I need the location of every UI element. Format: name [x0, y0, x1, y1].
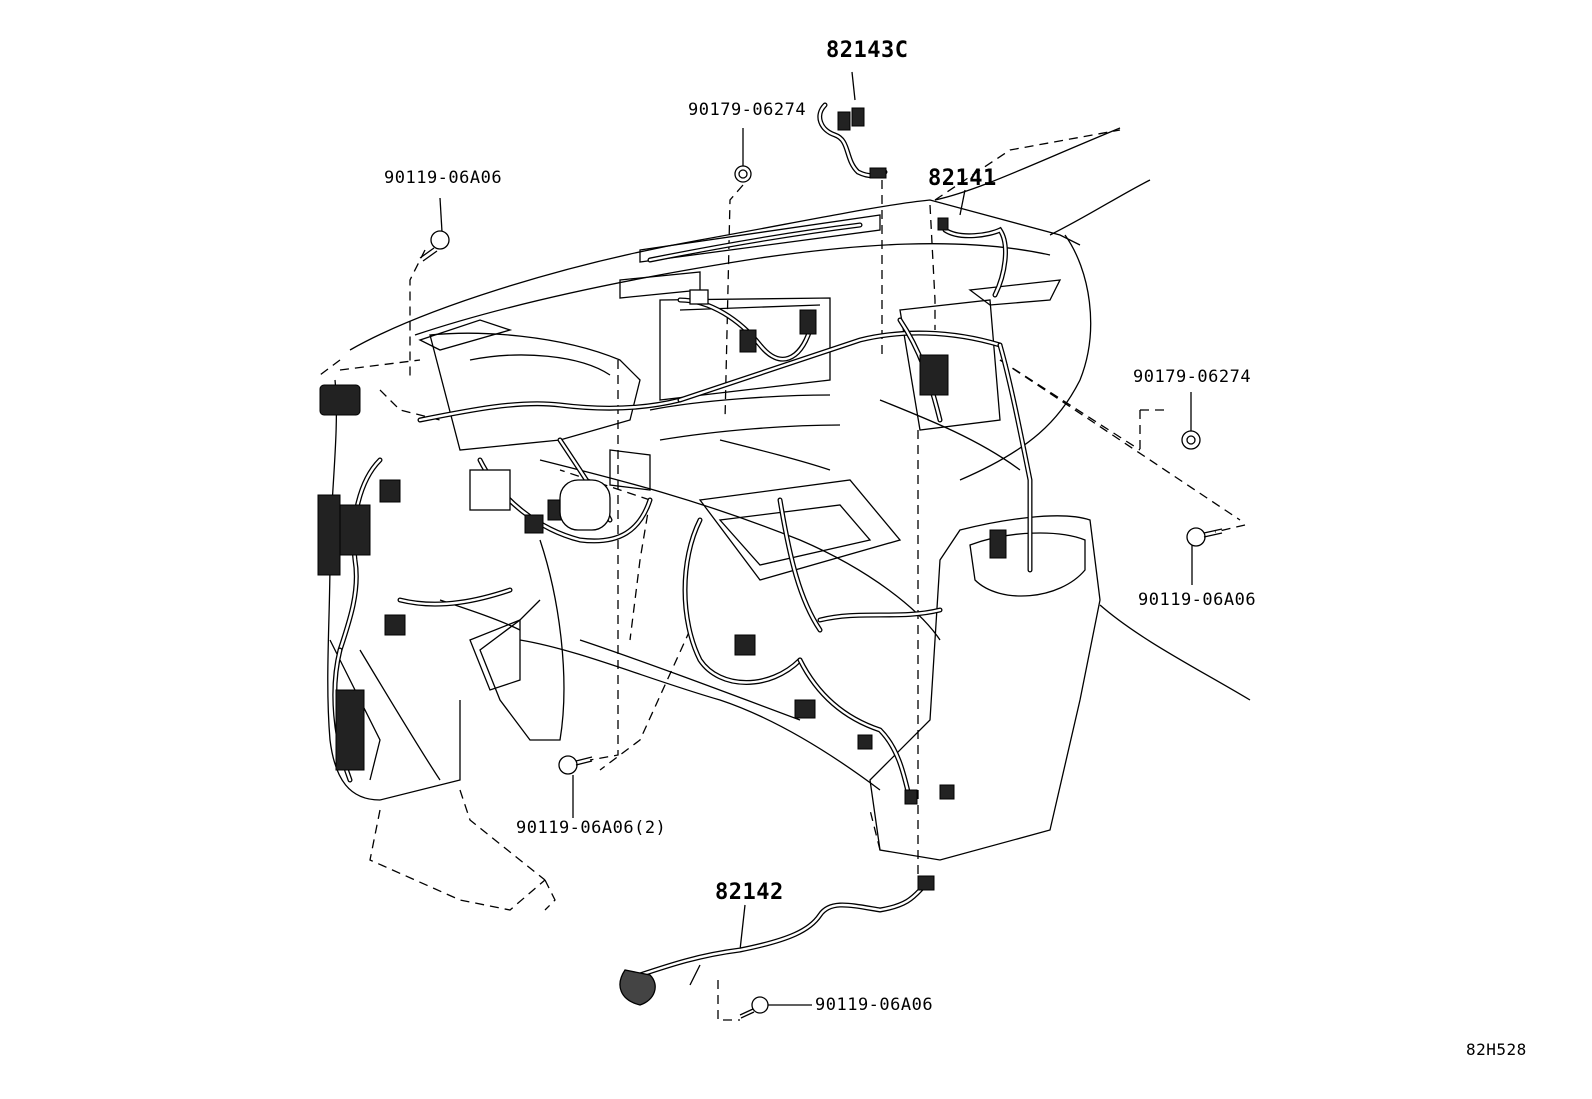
connectors — [317, 289, 1007, 805]
part-label-82141: 82141 — [928, 166, 997, 191]
part-label-90119-06a06-topleft: 90119-06A06 — [384, 168, 503, 188]
dashboard-outline — [327, 127, 1251, 861]
harness-82143c — [817, 102, 888, 179]
bolt-topleft-icon — [419, 230, 450, 262]
part-label-90119-06a06-2: 90119-06A06(2) — [516, 818, 667, 838]
part-label-82143c: 82143C — [826, 38, 909, 63]
part-label-82142: 82142 — [715, 880, 784, 905]
harness-82142 — [619, 875, 935, 1006]
bolt-bottom-icon — [739, 996, 769, 1019]
leader-lines — [409, 71, 1246, 1021]
part-label-90179-06274-top: 90179-06274 — [688, 100, 807, 120]
dashed-reference-lines — [319, 129, 1241, 911]
part-label-90119-06a06-right: 90119-06A06 — [1138, 590, 1257, 610]
diagram-id-label: 82H528 — [1466, 1040, 1527, 1059]
fasteners — [419, 165, 1223, 1019]
harness-82141 — [937, 217, 1008, 298]
wiring-harness — [332, 222, 1033, 803]
bolt-bottom-center-icon — [558, 755, 593, 775]
clip-top-icon — [734, 165, 752, 183]
part-label-90119-06a06-bottom: 90119-06A06 — [815, 995, 934, 1015]
bolt-right-icon — [1186, 527, 1223, 547]
part-label-90179-06274-right: 90179-06274 — [1133, 367, 1252, 387]
clip-right-icon — [1181, 430, 1201, 450]
